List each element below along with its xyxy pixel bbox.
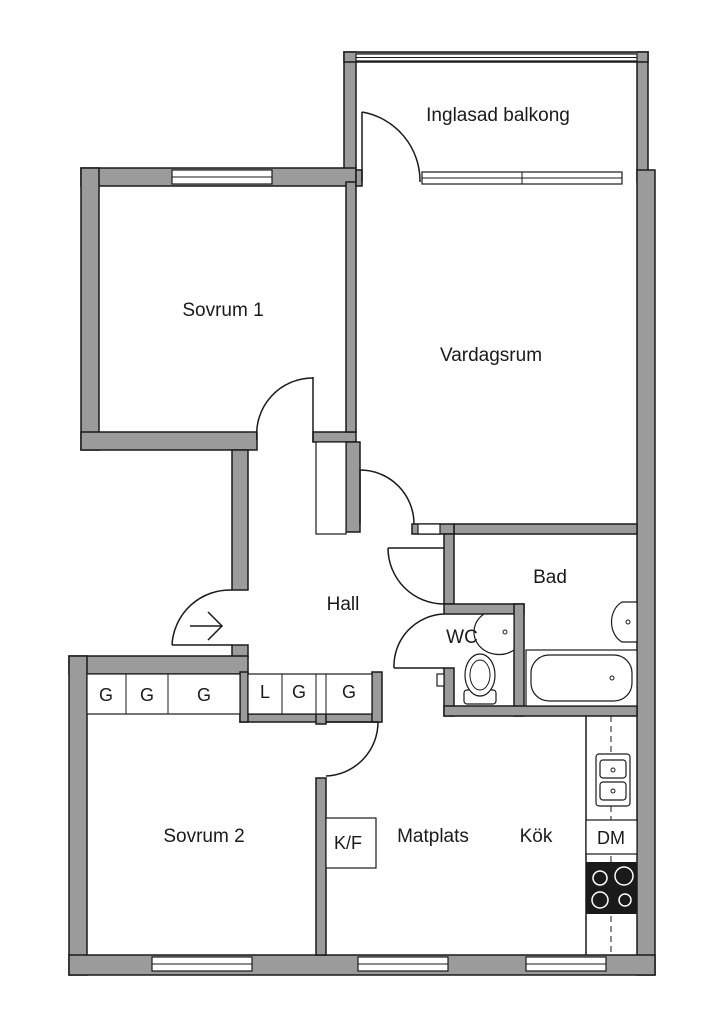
wc-wall-right: [513, 603, 525, 717]
balcony-wall-right: [636, 51, 649, 183]
room-label-bedroom1: Sovrum 1: [182, 300, 263, 321]
hall-wall-left-lower: [231, 644, 249, 658]
room-label-balcony: Inglasad balkong: [426, 105, 570, 126]
bath-sink-icon: [610, 601, 638, 643]
room-label-living: Vardagsrum: [440, 345, 542, 366]
doors: [171, 111, 445, 777]
balcony-wall-left: [343, 51, 357, 183]
wall-bedroom1-living: [345, 181, 357, 433]
bedroom1-wall-left: [80, 167, 100, 451]
bedroom1-wall-bottom-b: [312, 431, 357, 443]
bedroom2-wall-left: [68, 655, 88, 976]
hall-shelf: [315, 441, 347, 535]
room-label-dining: Matplats: [397, 826, 469, 847]
closet-label: G: [140, 685, 154, 705]
dishwasher: [585, 819, 638, 855]
closet-label: G: [99, 685, 113, 705]
wc-sink-icon: [473, 613, 515, 656]
closet-back-wall: [239, 671, 249, 723]
room-label-bath: Bad: [533, 567, 567, 588]
closet-right-wall: [371, 671, 383, 723]
bedroom2-wall-right: [315, 777, 327, 956]
wall-living-hall: [345, 441, 361, 533]
closet-label: L: [260, 682, 270, 702]
toilet-icon: [463, 653, 497, 705]
closet-row-wall: [239, 713, 381, 723]
entrance-arrow-icon: [190, 611, 224, 641]
room-label-kitchen: Kök: [520, 826, 553, 847]
bath-wall-bottom: [443, 705, 638, 717]
bedroom2-wall-top: [68, 655, 249, 675]
stove-icon: [586, 862, 637, 914]
bedroom2-wall-right-top: [315, 713, 327, 725]
hall-wall-left: [231, 449, 249, 591]
wc-shelf: [436, 673, 445, 687]
closet-row-bedroom2: [86, 673, 241, 715]
closet-label: G: [292, 682, 306, 702]
wc-wall-top: [443, 603, 525, 615]
living-wall-top-a: [355, 169, 363, 187]
bath-wall-left: [443, 533, 455, 605]
room-label-bedroom2: Sovrum 2: [163, 826, 244, 847]
living-wall-bottom: [453, 523, 638, 535]
vent-living: [417, 523, 441, 535]
closet-label: G: [197, 685, 211, 705]
sink-icon: [595, 753, 631, 807]
fridge-freezer-label: K/F: [334, 833, 362, 853]
closet-label: G: [342, 682, 356, 702]
dishwasher-label: DM: [597, 828, 625, 848]
windows: [151, 53, 638, 972]
closet-row-hall: [247, 673, 373, 715]
fridge-freezer: [325, 817, 377, 869]
living-wall-right: [636, 169, 656, 976]
room-label-wc: WC: [446, 627, 478, 648]
bathtub-icon: [525, 649, 638, 707]
bedroom1-wall-bottom-a: [80, 431, 258, 451]
room-label-hall: Hall: [327, 594, 360, 615]
